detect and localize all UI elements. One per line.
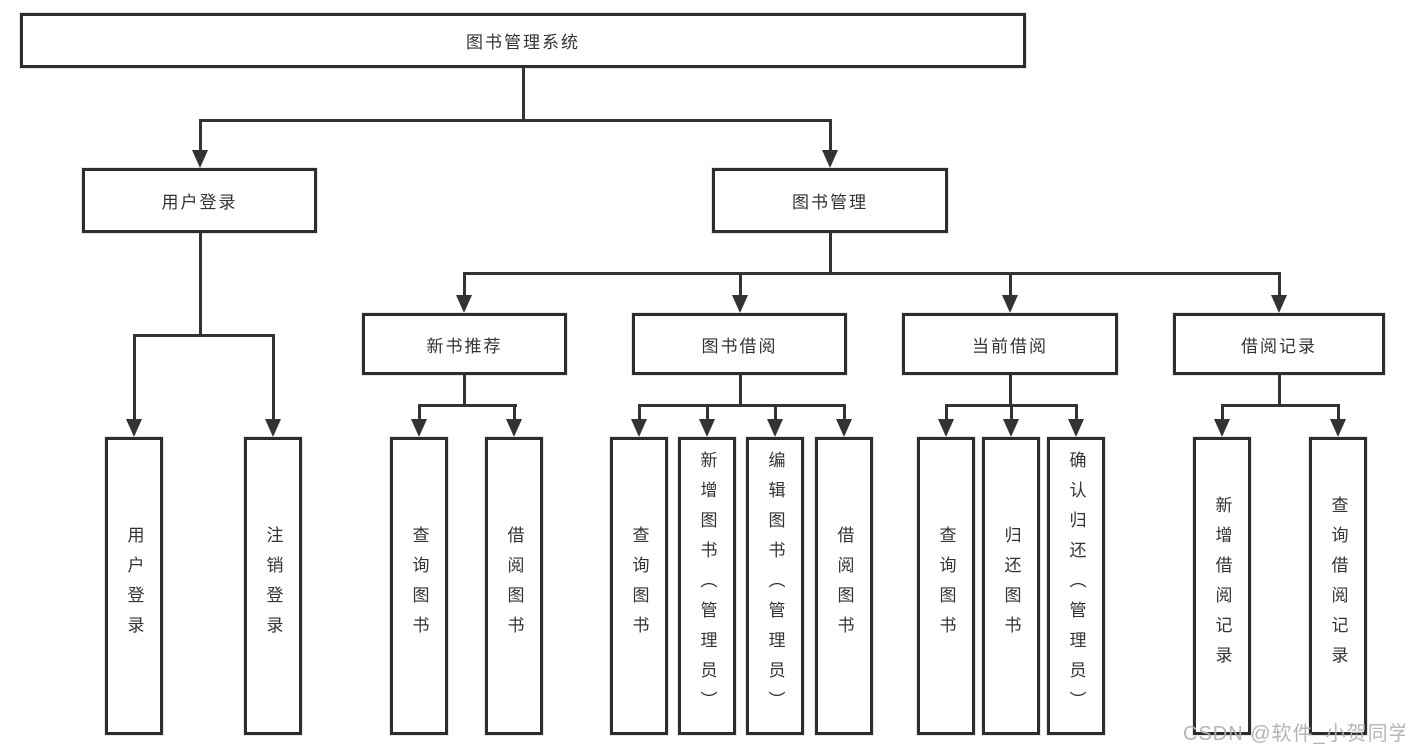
arrow-down-icon [732,295,748,313]
leaf-label: 借阅图书 [504,526,524,646]
connector-current-stub [1008,375,1012,405]
node-user-login: 用户登录 [82,168,317,233]
connector-drop-records [1277,273,1281,295]
node-root-system: 图书管理系统 [20,13,1026,68]
connector-user-login-stub [198,233,202,335]
leaf-current-query-books: 查询图书 [917,437,975,735]
csdn-watermark: CSDN @软件_小贺同学 [1183,723,1405,745]
leaf-label: 查询图书 [409,526,429,646]
leaf-label: 新增图书（管理员） [697,451,717,721]
arrow-down-icon [126,419,142,437]
connector-drop-leaf [944,405,948,419]
arrow-down-icon [836,419,852,437]
leaf-return-books: 归还图书 [982,437,1040,735]
node-book-borrow: 图书借阅 [632,313,847,375]
arrow-down-icon [822,150,838,168]
leaf-label: 新增借阅记录 [1212,496,1232,676]
leaf-add-book-admin: 新增图书（管理员） [678,437,736,735]
arrow-down-icon [938,419,954,437]
arrow-down-icon [1068,419,1084,437]
connector-drop-book-mgmt [828,120,832,150]
arrow-down-icon [265,419,281,437]
leaf-label: 编辑图书（管理员） [765,451,785,721]
arrow-down-icon [411,419,427,437]
connector-drop-leaf [417,405,421,419]
arrow-down-icon [1214,419,1230,437]
connector-book-mgmt-stub [828,233,832,273]
connector-new-book-stub [462,375,466,405]
connector-book-mgmt-branch [462,271,1281,275]
connector-drop-leaf [1336,405,1340,419]
connector-drop-leaf [705,405,709,419]
connector-drop-leaf [1009,405,1013,419]
connector-borrow-branch [637,403,846,407]
leaf-confirm-return-admin: 确认归还（管理员） [1047,437,1105,735]
leaf-label: 归还图书 [1001,526,1021,646]
connector-records-branch [1220,403,1340,407]
leaf-label: 确认归还（管理员） [1066,451,1086,721]
connector-drop-leaf [637,405,641,419]
leaf-add-borrow-record: 新增借阅记录 [1193,437,1251,735]
leaf-logout: 注销登录 [244,437,302,735]
leaf-label: 借阅图书 [834,526,854,646]
arrow-down-icon [192,150,208,168]
node-new-book-recommend: 新书推荐 [362,313,567,375]
leaf-newbook-query-books: 查询图书 [390,437,448,735]
leaf-label: 查询图书 [629,526,649,646]
connector-drop-leaf [773,405,777,419]
connector-drop-leaf [271,335,275,419]
arrow-down-icon [506,419,522,437]
leaf-borrow-books: 借阅图书 [815,437,873,735]
arrow-down-icon [456,295,472,313]
connector-drop-borrow [738,273,742,295]
connector-drop-leaf [1220,405,1224,419]
arrow-down-icon [699,419,715,437]
arrow-down-icon [631,419,647,437]
arrow-down-icon [1271,295,1287,313]
connector-drop-leaf [842,405,846,419]
node-book-management: 图书管理 [712,168,948,233]
arrow-down-icon [1330,419,1346,437]
connector-drop-leaf [1074,405,1078,419]
connector-drop-user-login [198,120,202,150]
connector-drop-current [1008,273,1012,295]
connector-drop-leaf [132,335,136,419]
connector-borrow-stub [738,375,742,405]
leaf-borrow-query-books: 查询图书 [610,437,668,735]
arrow-down-icon [767,419,783,437]
leaf-newbook-borrow-books: 借阅图书 [485,437,543,735]
leaf-label: 用户登录 [124,526,144,646]
connector-root-stub [521,68,525,120]
node-current-borrow: 当前借阅 [902,313,1118,375]
arrow-down-icon [1002,295,1018,313]
leaf-label: 查询图书 [936,526,956,646]
leaf-label: 查询借阅记录 [1328,496,1348,676]
connector-drop-new-book [462,273,466,295]
leaf-query-borrow-record: 查询借阅记录 [1309,437,1367,735]
arrow-down-icon [1003,419,1019,437]
connector-new-book-branch [417,403,517,407]
leaf-user-login: 用户登录 [105,437,163,735]
connector-records-stub [1277,375,1281,405]
leaf-edit-book-admin: 编辑图书（管理员） [746,437,804,735]
node-borrow-records: 借阅记录 [1173,313,1385,375]
connector-root-branch [198,118,832,122]
connector-user-login-branch [132,333,275,337]
connector-drop-leaf [512,405,516,419]
leaf-label: 注销登录 [263,526,283,646]
